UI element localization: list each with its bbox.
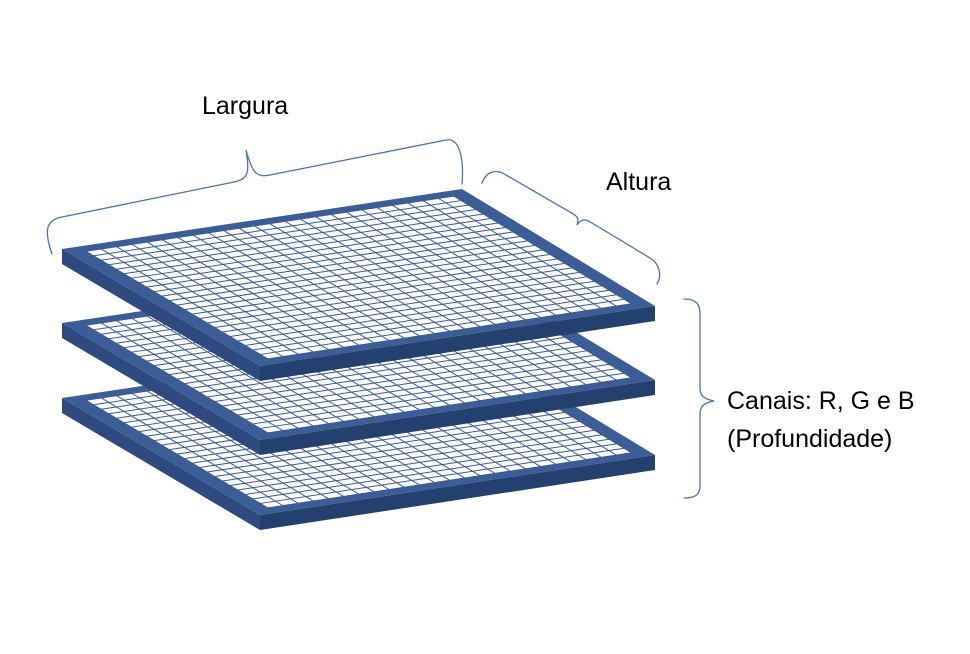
grid-line-width — [260, 372, 625, 429]
grid-line-width — [101, 204, 469, 261]
grid-line-width — [207, 341, 573, 398]
grid-line-width — [237, 285, 602, 342]
slab-front-face — [260, 380, 655, 455]
grid-line-width — [176, 249, 543, 306]
grid-line-width — [214, 345, 580, 403]
grid-line-width — [252, 368, 617, 425]
brace-group — [46, 139, 715, 499]
grid-line-width — [161, 240, 528, 297]
grid-line-width — [207, 267, 573, 324]
grid-line-width — [207, 416, 573, 473]
grid-line-width — [222, 425, 588, 482]
grid-line-width — [123, 218, 491, 275]
layer-stack — [62, 189, 655, 530]
grid-line-width — [229, 280, 595, 337]
height-brace — [481, 170, 661, 285]
grid-line-width — [222, 350, 588, 407]
grid-line-width — [199, 411, 565, 469]
grid-line-width — [229, 429, 595, 486]
grid-line-width — [131, 222, 499, 279]
grid-line-width — [237, 359, 602, 416]
grid-line-width — [252, 443, 617, 500]
grid-line-width — [237, 434, 602, 491]
grid-line-width — [108, 209, 477, 266]
grid-line-width — [93, 200, 462, 257]
slab-front-face — [260, 455, 655, 530]
slab-front-face — [260, 306, 655, 381]
grid-line-width — [85, 195, 454, 252]
slab-left-face — [62, 249, 260, 381]
grid-line-width — [245, 289, 610, 346]
grid-line-width — [214, 420, 580, 478]
grid-line-width — [154, 235, 521, 293]
grid-line-width — [169, 244, 536, 302]
grid-line-width — [267, 303, 632, 360]
grid-line-width — [199, 336, 565, 394]
depth-label: (Profundidade) — [727, 425, 893, 453]
width-label: Largura — [202, 92, 289, 120]
slab-left-face — [62, 323, 260, 455]
grid-line-width — [116, 213, 484, 270]
depth-brace — [683, 298, 715, 499]
channels-label: Canais: R, G e B — [727, 387, 915, 415]
width-brace — [46, 139, 464, 255]
grid-line-width — [191, 258, 558, 315]
grid-line-width — [146, 231, 514, 288]
grid-line-width — [260, 447, 625, 504]
height-label: Altura — [606, 168, 672, 196]
grid-line-width — [199, 262, 565, 320]
grid-line-width — [138, 226, 506, 284]
grid-line-width — [245, 438, 610, 495]
grid-line-width — [184, 253, 551, 311]
grid-line-width — [267, 452, 632, 509]
grid-line-width — [229, 354, 595, 411]
grid-line-width — [245, 363, 610, 420]
grid-line-width — [252, 294, 617, 351]
slab-left-face — [62, 398, 260, 530]
grid-line-width — [222, 276, 588, 333]
layer-top — [62, 189, 655, 381]
grid-line-width — [214, 271, 580, 329]
grid-lines — [85, 195, 632, 360]
grid-line-width — [260, 298, 625, 355]
grid-line-width — [267, 377, 632, 434]
